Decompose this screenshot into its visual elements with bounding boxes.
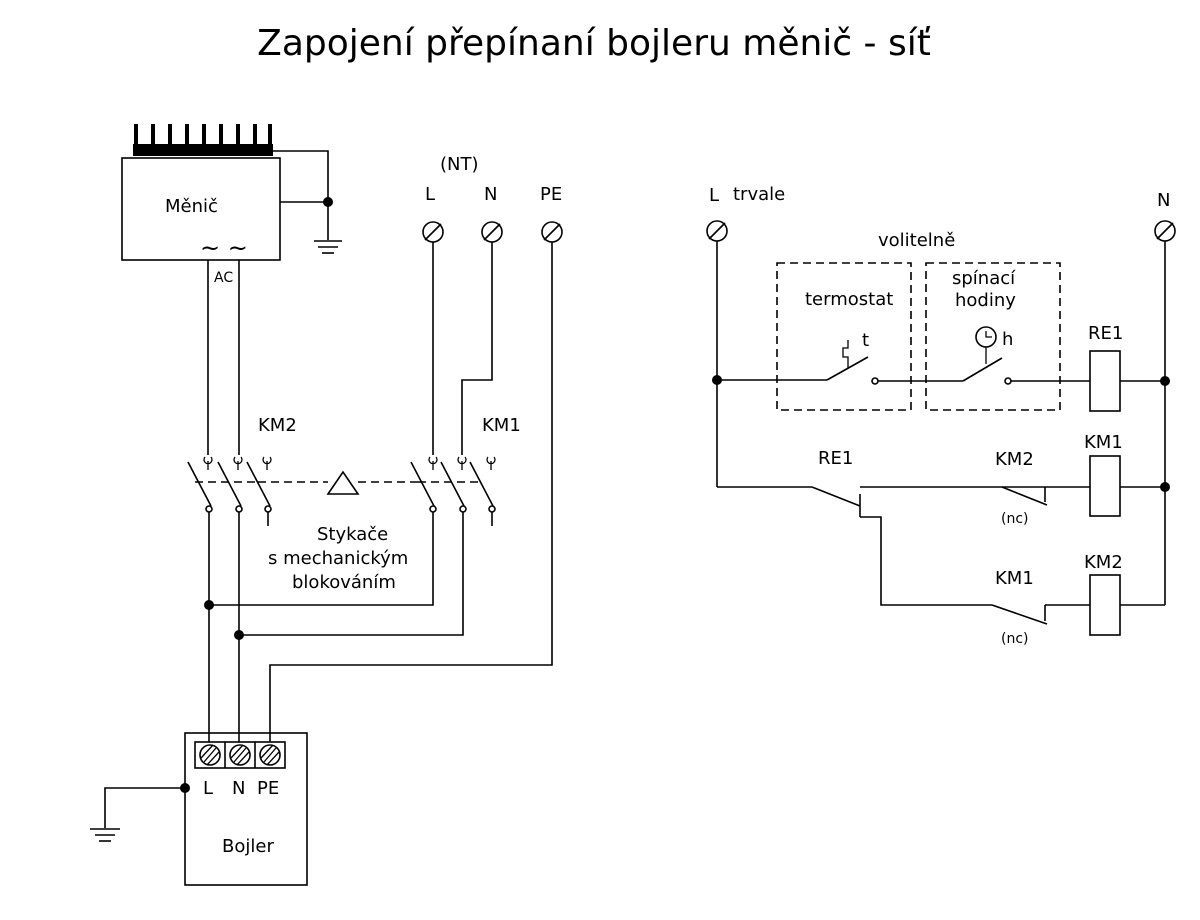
ground-icon [314, 240, 342, 254]
boiler-ground-icon [90, 828, 120, 842]
mains-tariff-label: (NT) [440, 154, 479, 175]
inverter-ac-label: AC [214, 270, 233, 286]
timer-box [925, 262, 1061, 411]
terminal-n-icon [481, 221, 503, 243]
inverter: Měnič ~ ~ AC [121, 124, 342, 286]
terminal-l-icon [422, 221, 444, 243]
rung2-nc-note: (nc) [1001, 511, 1029, 527]
boiler-terminal-pe-label: PE [257, 778, 279, 799]
km1-coil-label: KM1 [1084, 432, 1123, 453]
heatsink-icon [133, 124, 273, 156]
inverter-ac-symbol: ~ ~ [200, 234, 248, 262]
timer-label-2: hodiny [955, 290, 1016, 311]
rung2-km2-contact-label: KM2 [995, 449, 1034, 470]
thermostat-label: termostat [805, 289, 893, 310]
boiler-terminal-n-icon [229, 744, 251, 766]
interlock-label-3: blokováním [292, 572, 396, 593]
boiler: L N PE Bojler [184, 732, 308, 886]
control-l-label: L [709, 185, 719, 206]
control-l-note: trvale [733, 184, 785, 205]
timer-label-1: spínací [952, 268, 1016, 289]
thermostat-icon [842, 340, 849, 368]
km2-label: KM2 [258, 415, 297, 436]
thermostat-symbol: t [862, 330, 869, 351]
relay-re1-label: RE1 [1088, 323, 1123, 344]
mains-terminal-pe-label: PE [540, 184, 562, 205]
terminal-pe-icon [541, 221, 563, 243]
timer-symbol: h [1002, 329, 1013, 350]
boiler-terminal-l-icon [199, 744, 221, 766]
control-n-label: N [1157, 190, 1170, 211]
boiler-terminal-l-label: L [203, 778, 213, 799]
control-terminal-n-icon [1154, 220, 1176, 242]
inverter-label: Měnič [165, 196, 218, 217]
km2-coil-label: KM2 [1084, 552, 1123, 573]
control-terminal-l-icon [706, 220, 728, 242]
km1-contactor [410, 456, 496, 526]
km2-coil [1089, 574, 1121, 636]
optional-label: volitelně [878, 230, 955, 251]
interlock-triangle-icon [326, 470, 360, 495]
rung3-km1-contact-label: KM1 [995, 568, 1034, 589]
inverter-box [121, 157, 281, 261]
boiler-label: Bojler [222, 836, 274, 857]
clock-icon [975, 326, 997, 364]
boiler-terminal-n-label: N [232, 778, 245, 799]
mains-terminal-n-label: N [484, 184, 497, 205]
boiler-box [184, 732, 308, 886]
relay-re1-coil [1089, 350, 1121, 412]
mains-terminal-l-label: L [425, 184, 435, 205]
boiler-terminal-pe-icon [259, 744, 281, 766]
thermostat-box [776, 262, 912, 411]
diagram-title: Zapojení přepínaní bojleru měnič - síť [257, 23, 931, 64]
km1-coil [1089, 455, 1121, 517]
km2-contactor [187, 456, 272, 526]
km1-label: KM1 [482, 415, 521, 436]
interlock-label-1: Stykače [317, 524, 388, 545]
rung2-re1-contact-label: RE1 [818, 448, 853, 469]
interlock-label-2: s mechanickým [268, 548, 408, 569]
rung3-nc-note: (nc) [1001, 631, 1029, 647]
